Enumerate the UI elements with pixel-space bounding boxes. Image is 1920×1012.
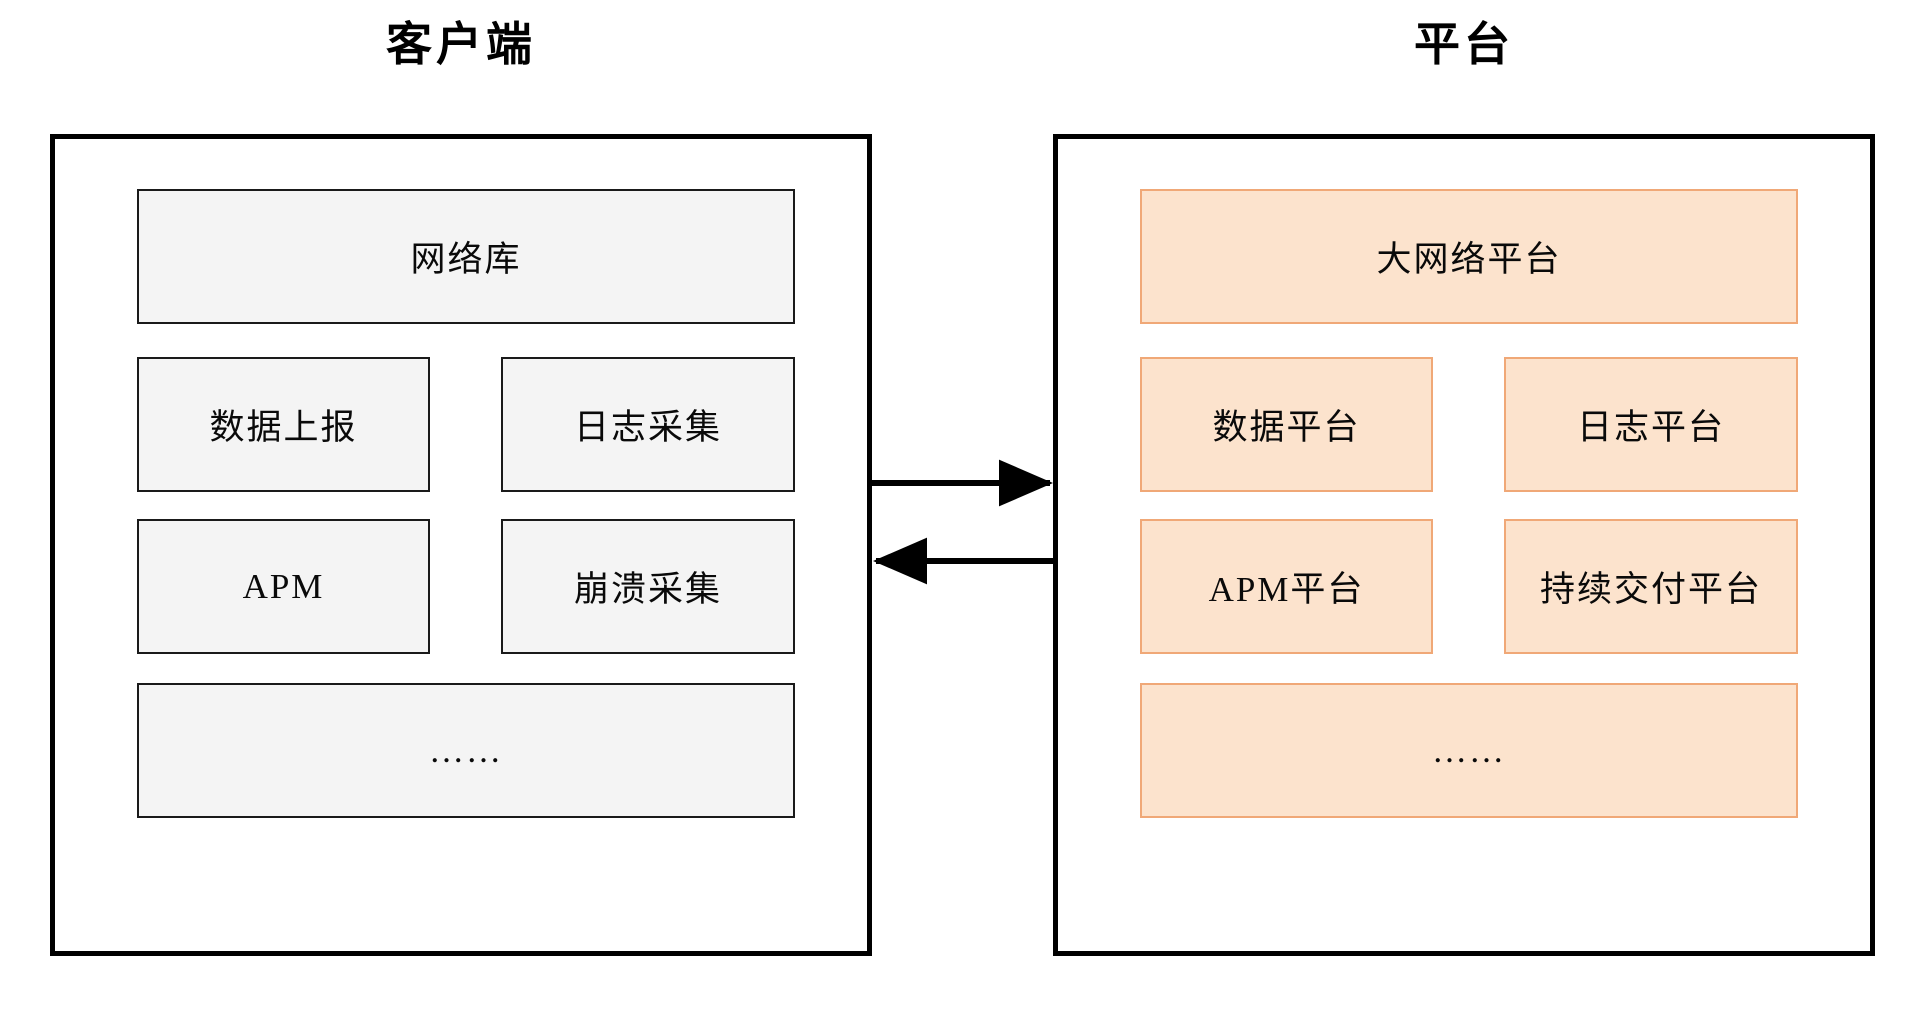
platform-panel-title: 平台 <box>1414 19 1514 70</box>
client-panel: 网络库 数据上报 日志采集 APM 崩溃采集 …… <box>50 134 872 956</box>
platform-node-big-network-platform[interactable]: 大网络平台 <box>1140 189 1798 324</box>
client-node-data-report[interactable]: 数据上报 <box>137 357 430 492</box>
platform-node-apm-platform[interactable]: APM平台 <box>1140 519 1433 654</box>
platform-node-data-platform[interactable]: 数据平台 <box>1140 357 1433 492</box>
platform-node-log-platform[interactable]: 日志平台 <box>1504 357 1798 492</box>
platform-node-more[interactable]: …… <box>1140 683 1798 818</box>
client-node-network-library[interactable]: 网络库 <box>137 189 795 324</box>
client-node-apm[interactable]: APM <box>137 519 430 654</box>
client-node-more[interactable]: …… <box>137 683 795 818</box>
client-node-log-collect[interactable]: 日志采集 <box>501 357 795 492</box>
platform-node-continuous-delivery-platform[interactable]: 持续交付平台 <box>1504 519 1798 654</box>
client-panel-title: 客户端 <box>386 19 536 70</box>
platform-panel: 大网络平台 数据平台 日志平台 APM平台 持续交付平台 …… <box>1053 134 1875 956</box>
client-node-crash-collect[interactable]: 崩溃采集 <box>501 519 795 654</box>
